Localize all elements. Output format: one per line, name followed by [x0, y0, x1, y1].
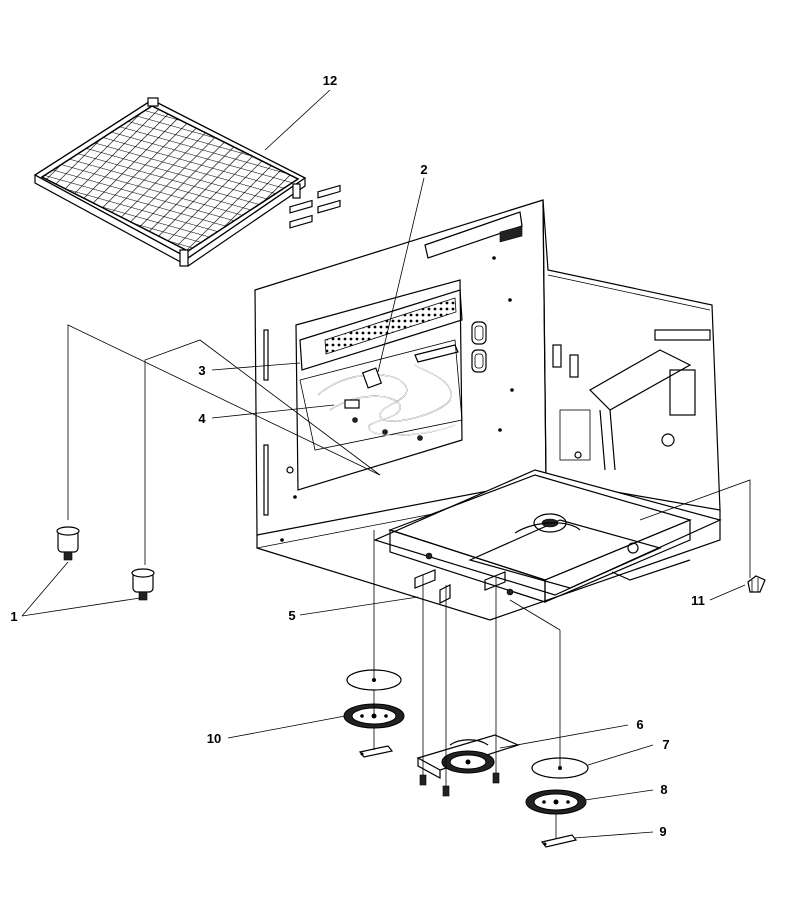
callout-10: 10: [207, 731, 221, 746]
leader-lines: [21, 89, 746, 839]
callout-4: 4: [198, 411, 206, 426]
motor-bracket-assembly: [416, 575, 520, 797]
front-vents: [289, 184, 341, 229]
callout-2: 2: [420, 162, 427, 177]
body-screws: [280, 256, 514, 542]
clip: [639, 479, 766, 593]
gear-right: [525, 789, 587, 815]
callout-6: 6: [636, 717, 643, 732]
stirrer-assembly-right: [525, 630, 589, 848]
stirrer-assembly-left: [343, 530, 405, 758]
callout-11: 11: [691, 593, 705, 608]
callout-5: 5: [288, 608, 295, 623]
callout-labels: 12 2 3 4 1 5 10 6 7 8 9 11: [10, 73, 704, 839]
heating-element-tray: [299, 339, 463, 451]
callout-1: 1: [10, 609, 17, 624]
screws: [419, 772, 500, 797]
callout-8: 8: [660, 782, 667, 797]
callout-9: 9: [659, 824, 666, 839]
callout-7: 7: [662, 737, 669, 752]
callout-12: 12: [323, 73, 337, 88]
wire-rack: [33, 97, 307, 267]
bottom-motor-housing: [373, 469, 722, 604]
callout-3: 3: [198, 363, 205, 378]
mounting-feet: [56, 504, 183, 601]
